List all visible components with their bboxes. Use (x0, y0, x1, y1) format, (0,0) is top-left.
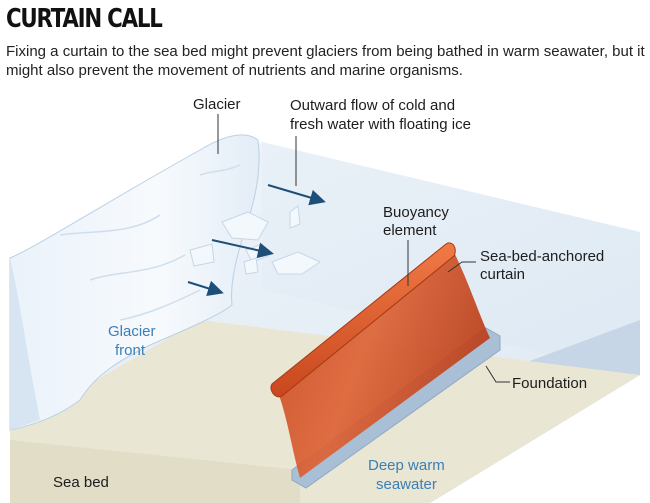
label-foundation: Foundation (512, 375, 587, 392)
label-buoyancy-1: Buoyancy (383, 204, 449, 221)
outward-flow-arrows (187, 184, 326, 297)
buoyancy-element (270, 242, 456, 398)
label-buoyancy-2: element (383, 222, 437, 239)
label-outward-flow-2: fresh water with floating ice (290, 116, 471, 133)
label-curtain-1: Sea-bed-anchored (480, 248, 604, 265)
label-sea-bed: Sea bed (53, 474, 109, 491)
floating-ice (189, 205, 322, 275)
diagram-title: CURTAIN CALL (6, 4, 163, 34)
glacier-body (9, 134, 260, 431)
glacier-crevasse-lines (59, 164, 241, 321)
sea-bed-front-strip (10, 440, 300, 503)
leader-lines (217, 114, 510, 383)
label-glacier: Glacier (193, 96, 241, 113)
label-curtain-2: curtain (480, 266, 525, 283)
label-deep-warm-2: seawater (376, 476, 437, 493)
label-glacier-front-2: front (115, 342, 146, 359)
diagram-subtitle: Fixing a curtain to the sea bed might pr… (6, 43, 645, 79)
label-outward-flow-1: Outward flow of cold and (290, 97, 455, 114)
glacier-front-face (10, 258, 40, 430)
sea-bed-anchored-curtain (278, 248, 490, 478)
label-glacier-front-1: Glacier (108, 323, 156, 340)
label-deep-warm-1: Deep warm (368, 457, 445, 474)
